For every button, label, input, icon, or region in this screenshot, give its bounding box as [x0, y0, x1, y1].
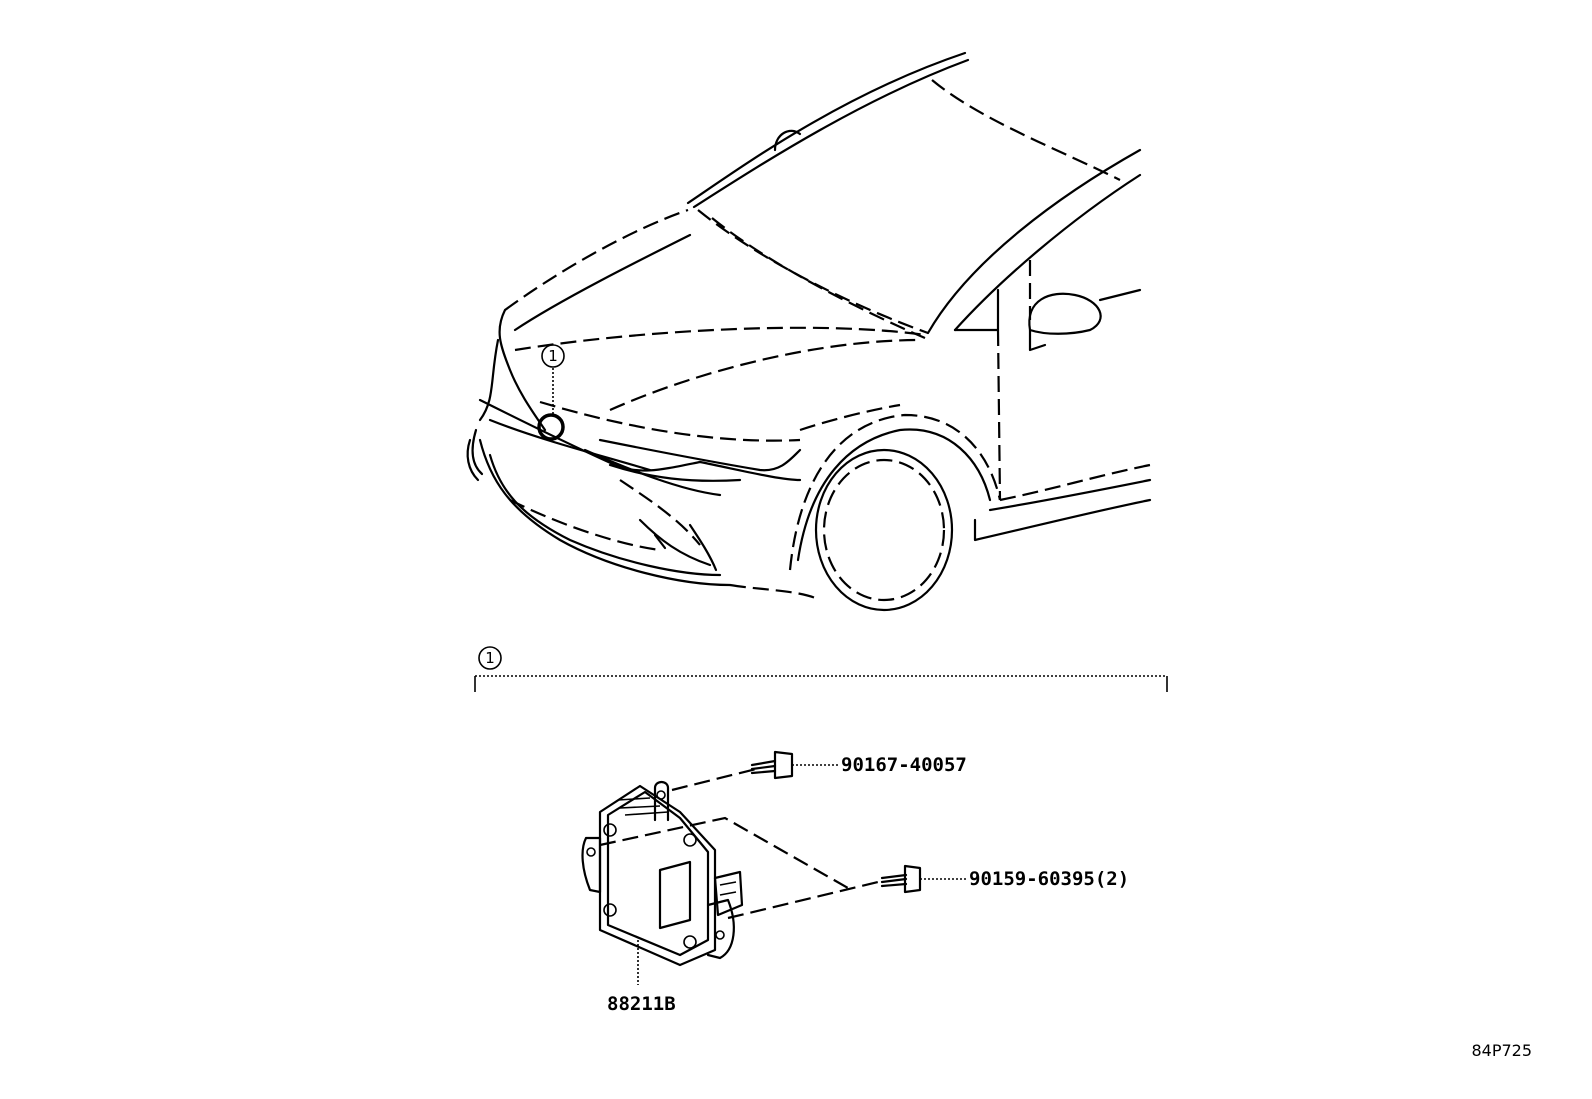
callout-label-section: 1: [485, 649, 495, 667]
car-illustration: 1: [466, 51, 1152, 612]
section-bracket: 1: [474, 646, 1168, 692]
figure-reference: 84P725: [1471, 1041, 1532, 1060]
callout-circle-section: [478, 646, 502, 670]
part-number-module[interactable]: 88211B: [607, 993, 676, 1015]
bolt-90167-drawing: [750, 750, 838, 780]
part-number-bolt-top[interactable]: 90167-40057: [841, 754, 967, 776]
radar-module-drawing: [581, 766, 879, 985]
bolt-90159-drawing: [880, 864, 966, 894]
callout-circle-car: [541, 344, 565, 368]
part-number-bolt-right[interactable]: 90159-60395(2): [969, 868, 1129, 890]
callout-label-car: 1: [548, 347, 558, 365]
